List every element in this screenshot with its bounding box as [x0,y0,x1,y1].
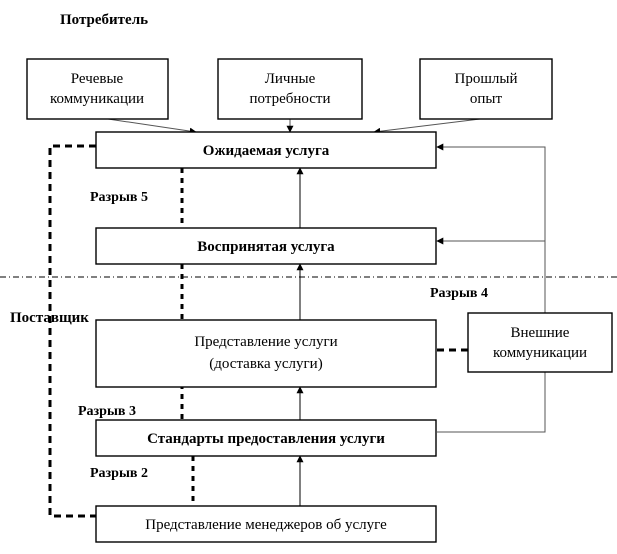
service-standards-label: Стандарты предоставления услуги [147,431,385,447]
arrow-experience-to-expected [373,118,481,135]
gap-2-label: Разрыв 2 [90,466,148,481]
perceived-service-label: Воспринятая услуга [197,239,335,255]
past-experience-line-1: Прошлый [455,71,518,87]
external-communications-line-1: Внешние [511,325,570,341]
service-delivery-line-2: (доставка услуги) [209,356,322,372]
personal-needs-line-2: потребности [250,91,331,107]
speech-communications-line-2: коммуникации [50,91,144,107]
external-communications-box: Внешние коммуникации [467,312,613,373]
gap-4-label: Разрыв 4 [430,286,488,301]
past-experience-line-2: опыт [470,91,503,107]
management-perception-box: Представление менеджеров об услуге [95,505,437,543]
expected-service-box: Ожидаемая услуга [95,131,437,169]
external-communications-line-2: коммуникации [493,345,587,361]
personal-needs-line-1: Личные [265,71,316,87]
external-to-expected-line [436,143,546,313]
service-delivery-line-1: Представление услуги [194,334,337,350]
management-perception-label: Представление менеджеров об услуге [145,517,387,533]
consumer-label: Потребитель [60,12,148,28]
gap-5-outer-dashed-line [48,144,96,518]
arrow-speech-to-expected [107,118,197,135]
gap-5-label: Разрыв 5 [90,190,148,205]
service-standards-box: Стандарты предоставления услуги [95,419,437,457]
gap-3-label: Разрыв 3 [78,404,136,419]
perceived-service-box: Воспринятая услуга [95,227,437,265]
personal-needs-box: Личные потребности [217,58,363,120]
speech-communications-line-1: Речевые [71,71,124,87]
expected-service-label: Ожидаемая услуга [203,143,330,159]
external-to-standards-line [437,372,546,433]
service-delivery-box: Представление услуги (доставка услуги) [95,319,437,388]
speech-communications-box: Речевые коммуникации [26,58,169,120]
past-experience-box: Прошлый опыт [419,58,553,120]
